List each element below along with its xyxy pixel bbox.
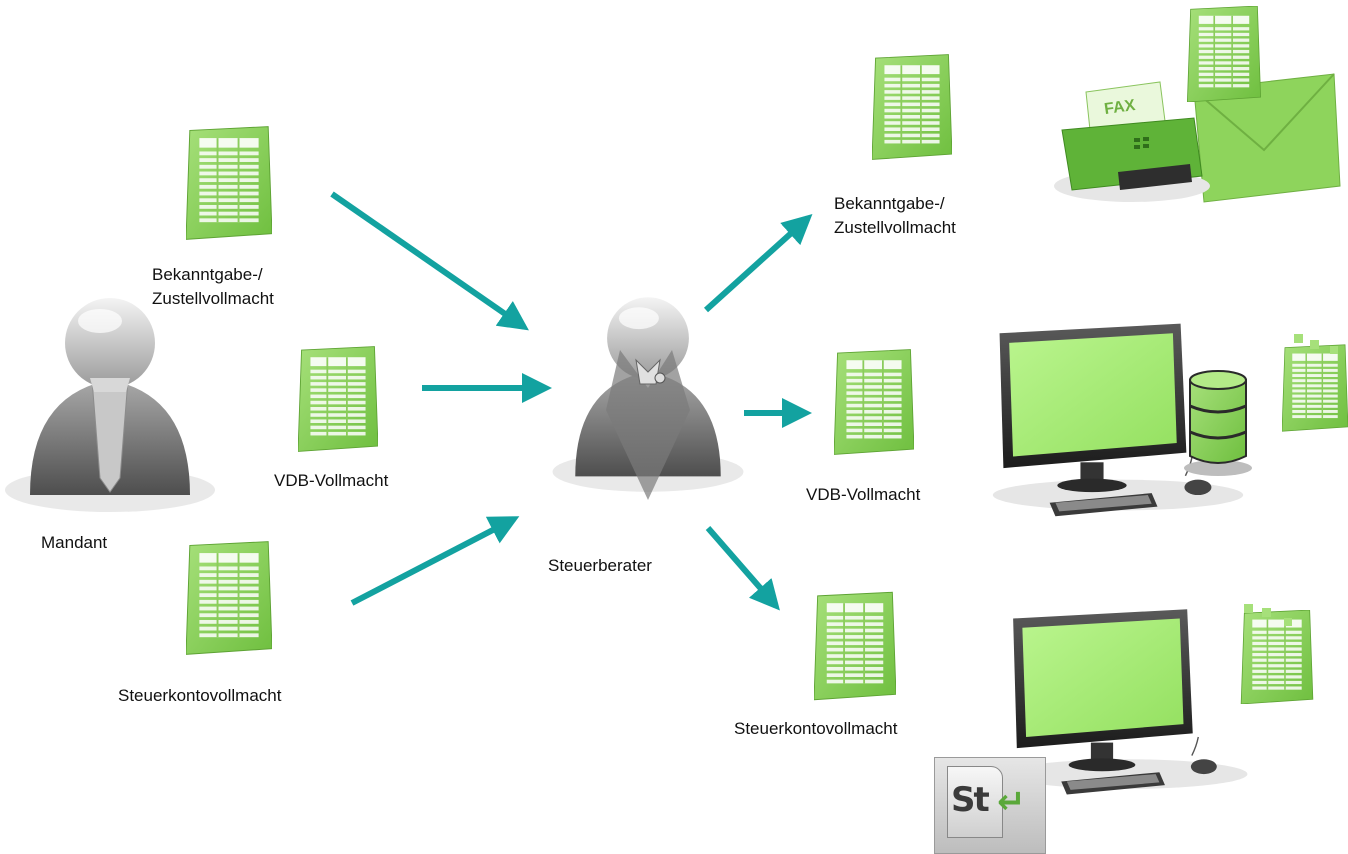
- label-left-steuerkonto: Steuerkontovollmacht: [118, 686, 282, 705]
- label-steuerberater: Steuerberater: [548, 556, 652, 575]
- fax-machine-icon: FAX: [1054, 81, 1210, 202]
- label-right-zustellvollmacht: Zustellvollmacht: [834, 218, 956, 237]
- arrows: [330, 191, 813, 611]
- form-sheet-icon: [1186, 6, 1262, 102]
- form-sheet-icon: [298, 345, 378, 453]
- label-right-vdb: VDB-Vollmacht: [806, 485, 921, 504]
- label-mandant: Mandant: [41, 533, 108, 552]
- fax-label: FAX: [1103, 97, 1137, 118]
- st-app-icon: St ↵: [934, 757, 1046, 854]
- database-icon: [1184, 370, 1252, 476]
- form-sheet-icon: [872, 53, 952, 161]
- dissolving-sheet-icon: [1282, 334, 1348, 433]
- person-steuerberater-icon: [552, 297, 744, 500]
- return-arrow-icon: ↵: [997, 782, 1026, 822]
- arrow-steuerkonto-in: [350, 516, 520, 606]
- form-sheet-icon: [814, 591, 896, 701]
- st-doc-shape: [947, 766, 1003, 838]
- label-right-steuerkonto: Steuerkontovollmacht: [734, 719, 898, 738]
- person-mandant-icon: [5, 298, 215, 512]
- label-left-vdb: VDB-Vollmacht: [274, 471, 389, 490]
- label-left-bekanntgabe: Bekanntgabe-/: [152, 265, 263, 284]
- dissolving-sheet-icon: [1240, 604, 1314, 704]
- form-sheet-icon: [834, 348, 914, 456]
- label-right-bekanntgabe: Bekanntgabe-/: [834, 194, 945, 213]
- form-sheet-icon: [186, 540, 272, 656]
- arrow-bekanntgabe-in: [330, 191, 529, 331]
- arrow-steuerkonto-out: [705, 526, 780, 611]
- label-left-zustellvollmacht: Zustellvollmacht: [152, 289, 274, 308]
- form-sheet-icon: [186, 125, 272, 241]
- st-icon-label: St: [951, 780, 990, 820]
- arrow-bekanntgabe-out: [703, 213, 813, 313]
